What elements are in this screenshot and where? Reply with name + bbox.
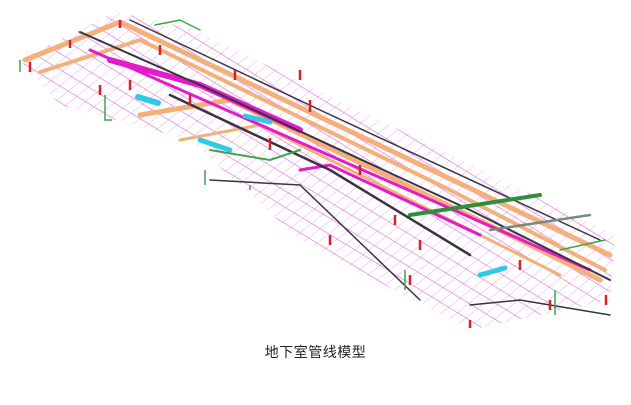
pipeline-model-render <box>19 12 615 330</box>
pipeline-model-figure <box>19 12 615 330</box>
figure-caption: 地下室管线模型 <box>264 345 367 361</box>
main-pipes <box>22 19 613 316</box>
risers <box>28 20 608 328</box>
drops <box>19 60 556 315</box>
